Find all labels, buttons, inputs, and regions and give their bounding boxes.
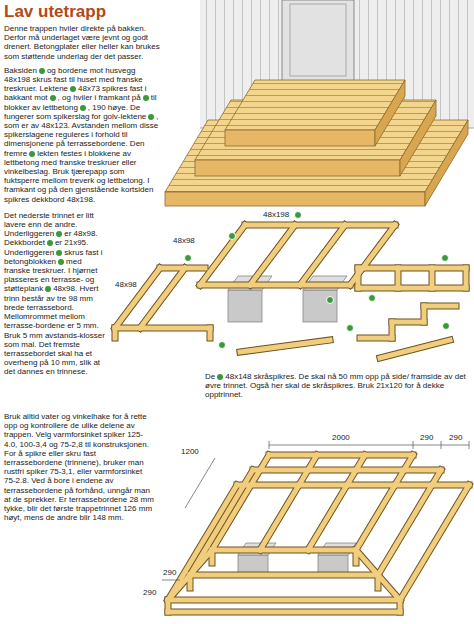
callout-dot <box>217 374 223 380</box>
callout-dot <box>185 212 450 349</box>
paragraph: Det nederste trinnet er litt lavere enn … <box>4 211 108 377</box>
concrete-block <box>228 276 356 577</box>
callout-dot <box>47 240 53 246</box>
callout-dot <box>143 95 149 101</box>
callout-dot <box>80 105 86 111</box>
paragraph: De48x148 skråspikres. De skal nå 50 mm o… <box>205 372 467 400</box>
callout-dot <box>148 114 154 120</box>
callout-dot <box>29 151 35 157</box>
body-text: Denne trappen hviler direkte på bakken. … <box>4 24 160 61</box>
callout-dot <box>56 250 62 256</box>
dimension-label: 1200 <box>180 447 200 456</box>
dimension-label: 2000 <box>331 433 351 442</box>
body-text: 48x98. Hvert trinn består av tre 98 mm b… <box>4 284 105 376</box>
body-text: Baksiden <box>4 66 37 75</box>
frame-lumber <box>115 225 466 358</box>
callout-dot <box>50 95 56 101</box>
body-text: 48x148 skråspikres. De skal nå 50 mm opp… <box>205 372 466 399</box>
dimension-label: 48x198 <box>262 210 290 219</box>
paragraph: Denne trappen hviler direkte på bakken. … <box>4 24 160 61</box>
callout-dot <box>58 259 64 265</box>
callout-dot <box>70 86 76 92</box>
dimension-label: 48x98 <box>114 280 138 289</box>
frame-lumber <box>115 225 466 358</box>
frame-lumber <box>168 455 469 612</box>
dimension-label: 48x98 <box>172 236 196 245</box>
page-title: Lav utetrapp <box>4 2 106 22</box>
body-text: Bruk alltid vater og vinkelhake for å re… <box>4 412 154 522</box>
callout-dot <box>45 286 51 292</box>
callout-dot <box>39 68 45 74</box>
dimension-label: 290 <box>142 588 157 597</box>
dimension-label: 290 <box>419 433 434 442</box>
body-text: De <box>205 372 215 381</box>
paragraph: Bruk alltid vater og vinkelhake for å re… <box>4 412 156 522</box>
dimension-label: 290 <box>162 568 177 577</box>
dimension-line <box>162 441 469 580</box>
dimension-label: 290 <box>448 433 463 442</box>
body-text: , og hviler i framkant på <box>58 93 141 102</box>
finished-stair <box>165 80 468 206</box>
paragraph: Baksidenog bordene mot husvegg 48x198 sk… <box>4 66 160 204</box>
callout-dot <box>56 231 62 237</box>
frame-lumber <box>168 455 469 612</box>
